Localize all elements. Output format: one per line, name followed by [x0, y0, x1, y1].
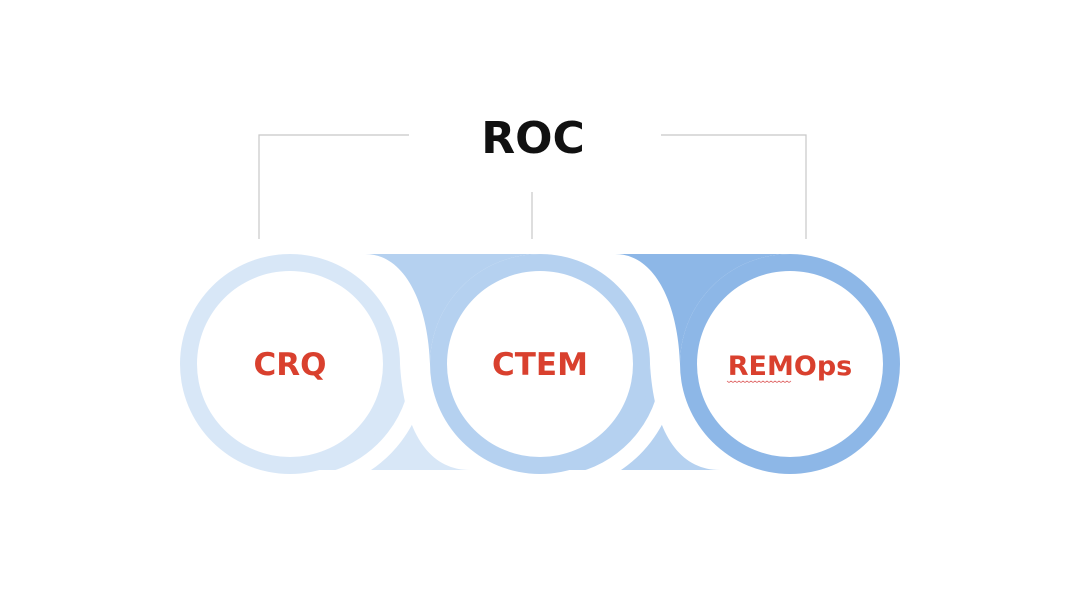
stage-separator — [327, 240, 428, 488]
spellcheck-underline — [726, 380, 792, 383]
connector-left — [258, 134, 409, 239]
stage-inner-circle — [447, 271, 633, 457]
connector-bracket — [258, 134, 807, 239]
stage-label-remops: REMOps — [728, 351, 852, 382]
diagram-title: ROC — [481, 113, 585, 164]
stage-3 — [615, 254, 790, 364]
stage-band-top — [615, 254, 790, 364]
stage-band-top — [365, 254, 540, 364]
stage-separator — [577, 240, 678, 488]
stage-inner-circle — [697, 271, 883, 457]
stage-inner-circle — [197, 271, 383, 457]
connector-right — [661, 134, 807, 239]
stage-label-crq: CRQ — [254, 347, 327, 383]
stage-label-ctem: CTEM — [492, 347, 588, 383]
